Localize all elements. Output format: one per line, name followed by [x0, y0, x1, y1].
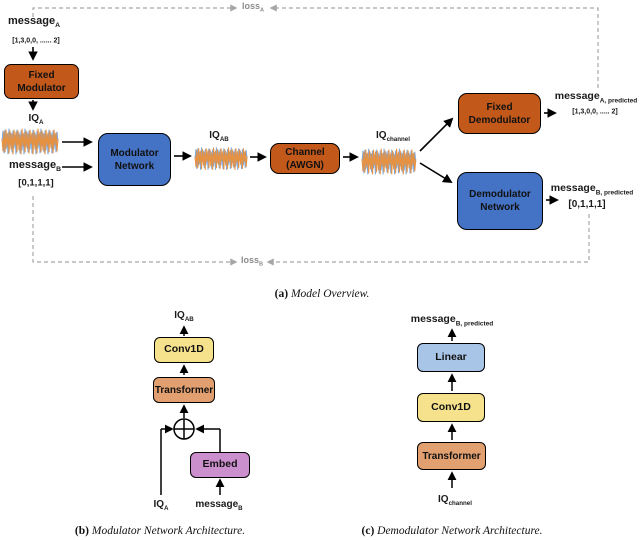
modulator-network-box: Modulator Network — [98, 133, 171, 186]
message-b-predicted-label: messageB, predicted — [550, 182, 634, 197]
mod-arch-message-b-input-label: messageB — [195, 498, 243, 512]
demod-arch-input-label: IQchannel — [438, 493, 472, 507]
caption-b-text: Modulator Network Architecture. — [91, 525, 246, 537]
channel-line1: Channel — [285, 146, 325, 158]
xor-combiner-icon — [173, 418, 195, 440]
message-b-label: messageB — [8, 159, 62, 174]
modulator-arch-arrows — [160, 325, 225, 495]
loss-b-label: lossB — [240, 254, 264, 268]
demodulator-network-line1: Demodulator — [469, 189, 531, 200]
caption-c: (c) Demodulator Network Architecture. — [362, 525, 543, 537]
loss-a-feedback-path — [32, 4, 599, 88]
demod-linear-label: Linear — [435, 350, 467, 363]
caption-a-tag: (a) — [274, 288, 289, 300]
message-b-predicted-values: [0,1,1,1] — [568, 199, 606, 210]
loss-b-feedback-path — [32, 196, 590, 266]
fixed-modulator-box: Fixed Modulator — [4, 64, 79, 99]
demod-conv1d-label: Conv1D — [431, 400, 471, 413]
message-a-predicted-label: messageA, predicted — [554, 90, 638, 105]
fixed-modulator-line1: Fixed — [28, 69, 55, 81]
demodulator-network-box: Demodulator Network — [457, 172, 543, 230]
channel-awgn-box: Channel (AWGN) — [270, 143, 340, 174]
iq-ab-waveform — [194, 147, 248, 171]
mod-transformer-box: Transformer — [153, 377, 215, 403]
demod-transformer-box: Transformer — [417, 442, 486, 470]
mod-embed-box: Embed — [190, 452, 250, 478]
caption-b: (b) Modulator Network Architecture. — [75, 525, 245, 537]
demod-arch-output-label: messageB, predicted — [410, 313, 494, 328]
fixed-modulator-line2: Modulator — [17, 82, 66, 94]
iq-ab-label: IQAB — [209, 129, 229, 143]
demod-linear-box: Linear — [417, 343, 485, 372]
overview-arrows — [28, 47, 559, 205]
caption-c-tag: (c) — [361, 525, 375, 537]
mod-arch-output-label: IQAB — [174, 309, 194, 323]
demodulator-network-line2: Network — [480, 202, 520, 213]
modulator-network-line2: Network — [114, 160, 155, 172]
channel-line2: (AWGN) — [286, 159, 324, 171]
mod-conv1d-box: Conv1D — [154, 337, 214, 363]
iq-channel-waveform — [361, 148, 417, 175]
message-a-predicted-values: [1,3,0,0, ..... 2] — [572, 108, 618, 116]
iq-channel-label: IQchannel — [376, 129, 410, 143]
caption-b-tag: (b) — [74, 525, 89, 537]
demod-conv1d-box: Conv1D — [417, 393, 485, 422]
modulator-network-line1: Modulator — [110, 147, 159, 159]
message-a-label: messageA — [7, 15, 61, 30]
demod-transformer-label: Transformer — [422, 450, 481, 462]
mod-transformer-label: Transformer — [154, 384, 214, 396]
mod-arch-iq-a-input-label: IQA — [153, 498, 169, 512]
mod-conv1d-label: Conv1D — [164, 343, 204, 356]
fixed-demodulator-box: Fixed Demodulator — [458, 93, 541, 134]
caption-a-text: Model Overview. — [290, 288, 370, 300]
iq-a-label: IQA — [28, 112, 44, 126]
caption-c-text: Demodulator Network Architecture. — [377, 525, 543, 537]
fixed-demodulator-line1: Fixed — [486, 101, 513, 113]
message-b-values: [0,1,1,1] — [18, 177, 54, 189]
fixed-demodulator-line2: Demodulator — [468, 114, 531, 126]
iq-a-waveform — [1, 128, 59, 155]
mod-embed-label: Embed — [202, 458, 238, 471]
caption-a: (a) Model Overview. — [275, 288, 370, 300]
loss-a-label: lossA — [241, 0, 265, 14]
message-a-values: [1,3,0,0, ...... 2] — [12, 37, 60, 45]
